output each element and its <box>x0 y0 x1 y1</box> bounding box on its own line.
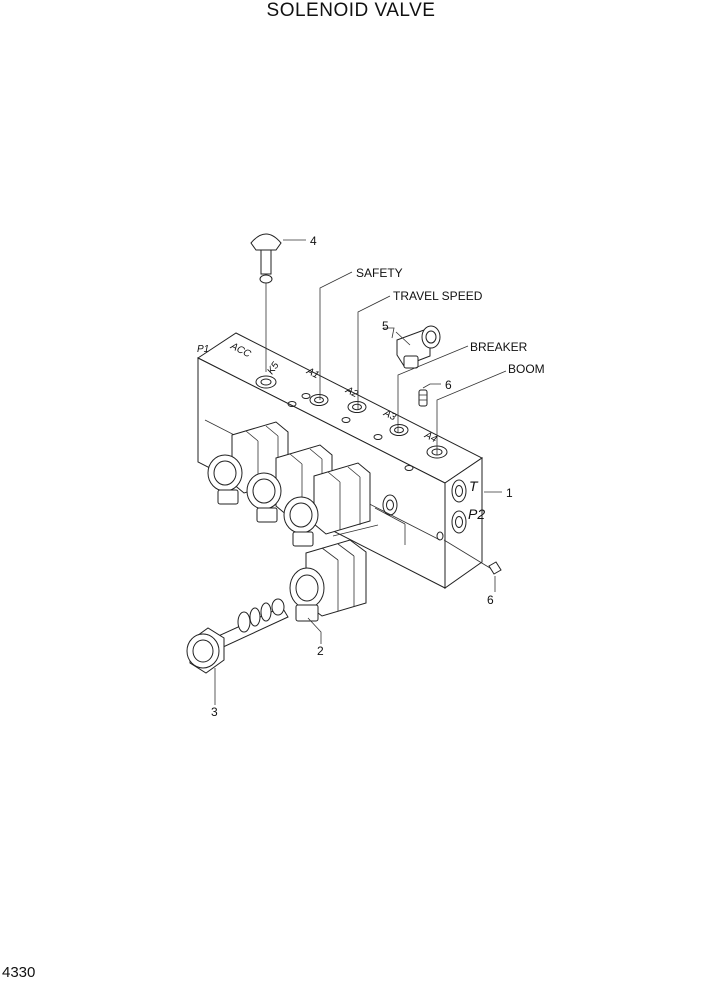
port-label-a1: A1 <box>304 365 321 381</box>
page-number: 4330 <box>2 964 36 981</box>
callout-3: 3 <box>211 705 218 719</box>
page-title: SOLENOID VALVE <box>266 0 436 21</box>
set-screw-bottom <box>443 539 502 575</box>
leader-lines <box>214 239 507 705</box>
port-label-t: T <box>469 478 479 494</box>
set-screw-top <box>418 389 428 407</box>
callout-travel-speed: TRAVEL SPEED <box>393 289 483 303</box>
callout-6-top: 6 <box>445 378 452 392</box>
callout-breaker: BREAKER <box>470 340 528 354</box>
callout-4: 4 <box>310 234 317 248</box>
solenoid-coil-exploded <box>289 524 379 622</box>
port-label-p1: P1 <box>197 344 209 355</box>
port-label-p2: P2 <box>468 506 485 522</box>
fitting-part <box>395 325 441 369</box>
plug-part <box>250 233 282 372</box>
callout-5: 5 <box>382 319 389 333</box>
callout-2: 2 <box>317 644 324 658</box>
callout-safety: SAFETY <box>356 266 403 280</box>
solenoid-cartridge-lower <box>283 462 371 547</box>
valve-cartridge-exploded <box>186 598 289 674</box>
callout-boom: BOOM <box>508 362 545 376</box>
callout-1: 1 <box>506 486 513 500</box>
callout-6-bottom: 6 <box>487 593 494 607</box>
